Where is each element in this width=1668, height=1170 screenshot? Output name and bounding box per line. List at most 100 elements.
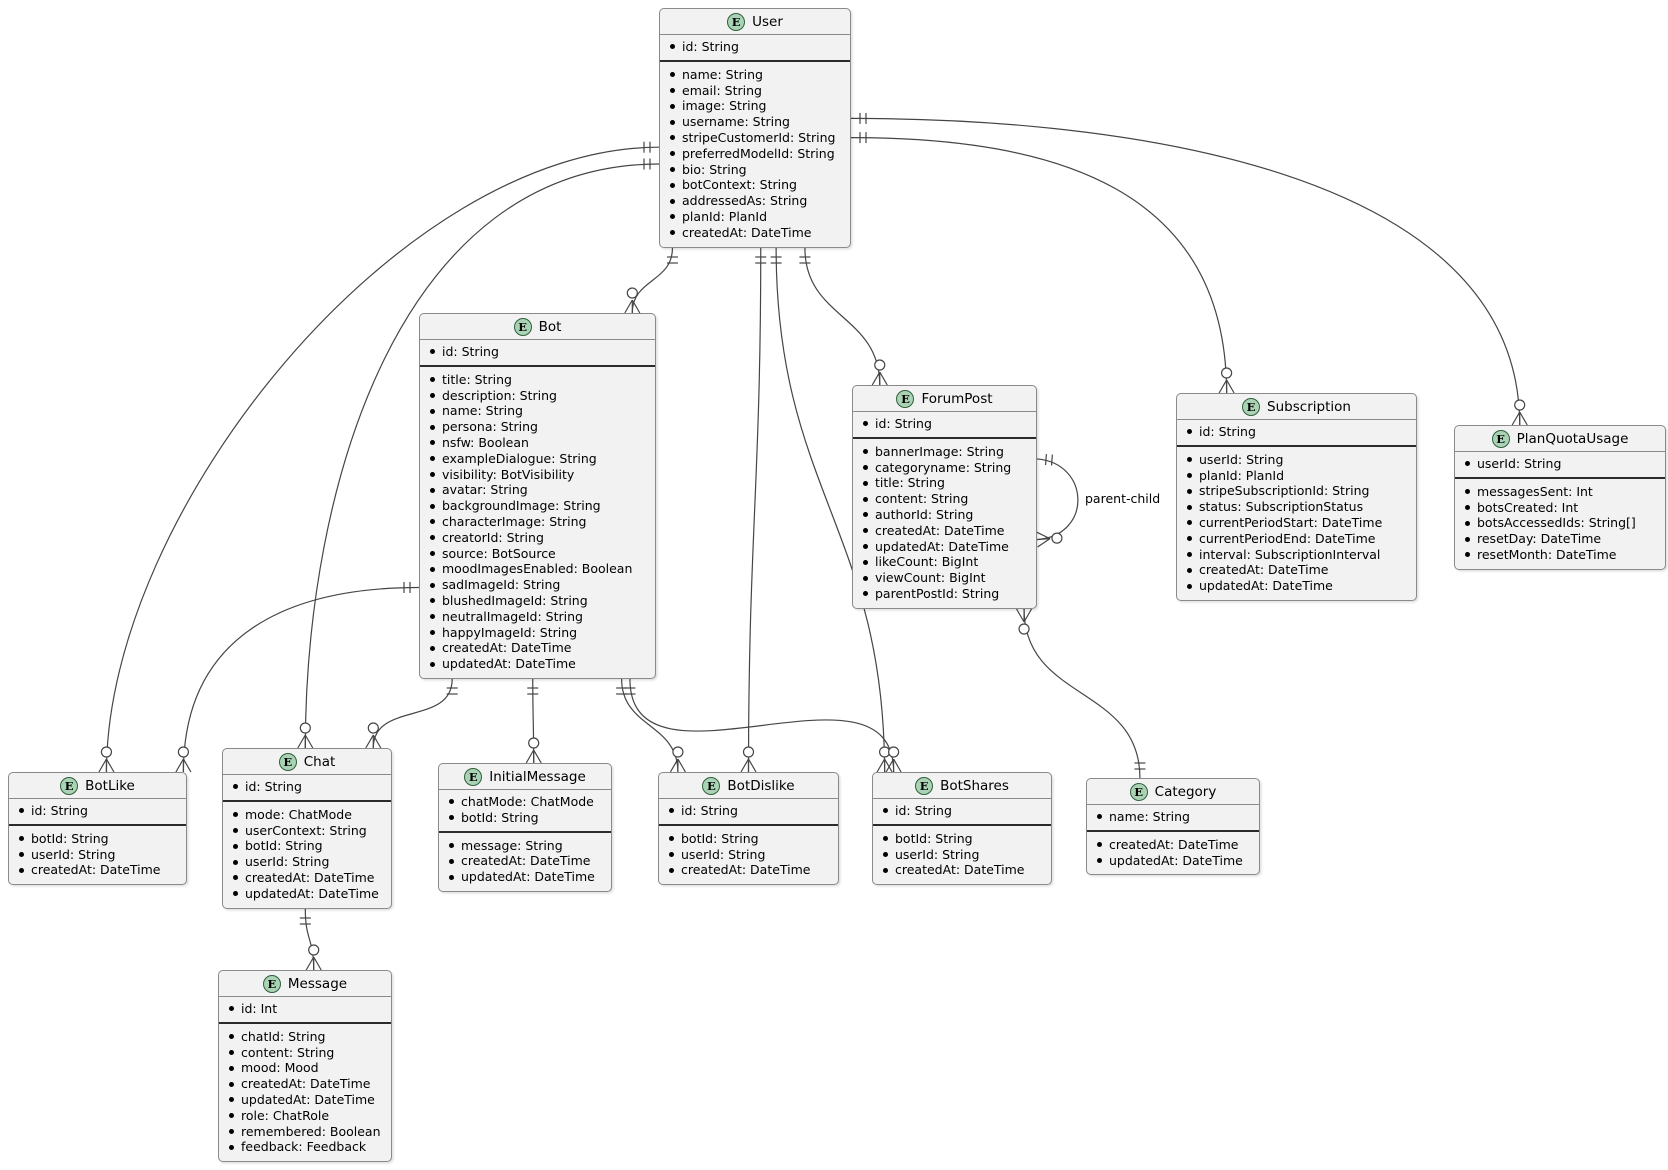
attribute-label: bannerImage: String [875,443,1004,459]
attribute-label: message: String [461,837,563,853]
bullet-icon [670,44,675,50]
attribute-label: viewCount: BigInt [875,570,986,586]
attribute-label: planId: PlanId [682,208,768,224]
bullet-icon [233,875,238,881]
rel-forumpost-forumpost [1036,454,1079,548]
attribute-row: updatedAt: DateTime [1187,578,1408,594]
rel-user-chat [297,158,660,749]
entity-key-section: id: Int [219,997,391,1024]
attribute-row: userId: String [1465,456,1657,472]
bullet-icon [19,836,24,842]
bullet-icon [430,519,435,525]
bullet-icon [670,103,675,109]
attribute-row: id: String [670,39,842,55]
attribute-label: avatar: String [442,482,528,498]
attribute-row: createdAt: DateTime [863,523,1028,539]
attribute-row: interval: SubscriptionInterval [1187,547,1408,563]
bullet-icon [1187,504,1192,510]
attribute-label: mode: ChatMode [245,806,352,822]
attribute-row: botId: String [669,831,830,847]
bullet-icon [670,230,675,236]
entity-key-section: id: String [9,799,186,826]
relationship-label-parent-child: parent-child [1085,491,1161,506]
attribute-row: updatedAt: DateTime [863,539,1028,555]
attribute-label: currentPeriodEnd: DateTime [1199,530,1376,546]
attribute-label: nsfw: Boolean [442,434,529,450]
attribute-row: categoryname: String [863,460,1028,476]
attribute-row: id: String [19,803,178,819]
bullet-icon [449,858,454,864]
bullet-icon [863,480,868,486]
entity-stereotype-icon: E [896,390,915,408]
bullet-icon [430,408,435,414]
attribute-label: createdAt: DateTime [442,640,572,656]
attribute-label: mood: Mood [241,1060,319,1076]
entity-key-section: id: String [223,775,391,802]
attribute-label: parentPostId: String [875,585,1000,601]
attribute-label: createdAt: DateTime [681,862,811,878]
bullet-icon [863,449,868,455]
entity-name: Message [287,976,348,992]
attribute-row: currentPeriodStart: DateTime [1187,515,1408,531]
attribute-label: persona: String [442,419,538,435]
attribute-row: id: String [863,416,1028,432]
bullet-icon [1465,520,1470,526]
attribute-row: chatId: String [229,1029,383,1045]
bullet-icon [670,87,675,93]
attribute-row: createdAt: DateTime [669,862,830,878]
entity-stereotype-icon: E [702,777,721,795]
entity-key-section: id: String [420,340,655,367]
bullet-icon [1465,536,1470,542]
attribute-row: exampleDialogue: String [430,451,647,467]
attribute-row: botId: String [883,831,1043,847]
attribute-row: botId: String [233,838,383,854]
attribute-row: visibility: BotVisibility [430,467,647,483]
attribute-label: updatedAt: DateTime [442,656,576,672]
attribute-row: backgroundImage: String [430,498,647,514]
bullet-icon [1465,552,1470,558]
bullet-icon [863,591,868,597]
entity-name: User [752,14,783,30]
attribute-row: resetDay: DateTime [1465,531,1657,547]
bullet-icon [19,867,24,873]
attribute-label: createdAt: DateTime [682,224,812,240]
attribute-label: createdAt: DateTime [241,1076,371,1092]
bullet-icon [1465,489,1470,495]
attribute-label: neutralImageId: String [442,608,583,624]
bullet-icon [670,135,675,141]
attribute-label: updatedAt: DateTime [461,869,595,885]
attribute-row: resetMonth: DateTime [1465,547,1657,563]
bullet-icon [430,629,435,635]
attribute-label: currentPeriodStart: DateTime [1199,514,1383,530]
attribute-row: image: String [670,98,842,114]
attribute-label: updatedAt: DateTime [241,1091,375,1107]
entity-key-section: id: String [660,35,850,62]
attribute-label: updatedAt: DateTime [245,885,379,901]
bullet-icon [430,424,435,430]
bullet-icon [430,645,435,651]
bullet-icon [430,550,435,556]
entity-stereotype-icon: E [262,975,281,993]
attribute-label: stripeCustomerId: String [682,129,836,145]
attribute-row: characterImage: String [430,514,647,530]
bullet-icon [863,575,868,581]
attribute-row: id: Int [229,1001,383,1017]
attribute-label: createdAt: DateTime [875,522,1005,538]
attribute-row: updatedAt: DateTime [449,869,603,885]
attribute-row: remembered: Boolean [229,1124,383,1140]
attribute-row: createdAt: DateTime [449,853,603,869]
attribute-label: messagesSent: Int [1477,483,1593,499]
bullet-icon [863,559,868,565]
bullet-icon [430,487,435,493]
entity-name: BotShares [940,778,1009,794]
bullet-icon [669,808,674,814]
attribute-label: resetMonth: DateTime [1477,546,1617,562]
attribute-row: botsAccessedIds: String[] [1465,515,1657,531]
